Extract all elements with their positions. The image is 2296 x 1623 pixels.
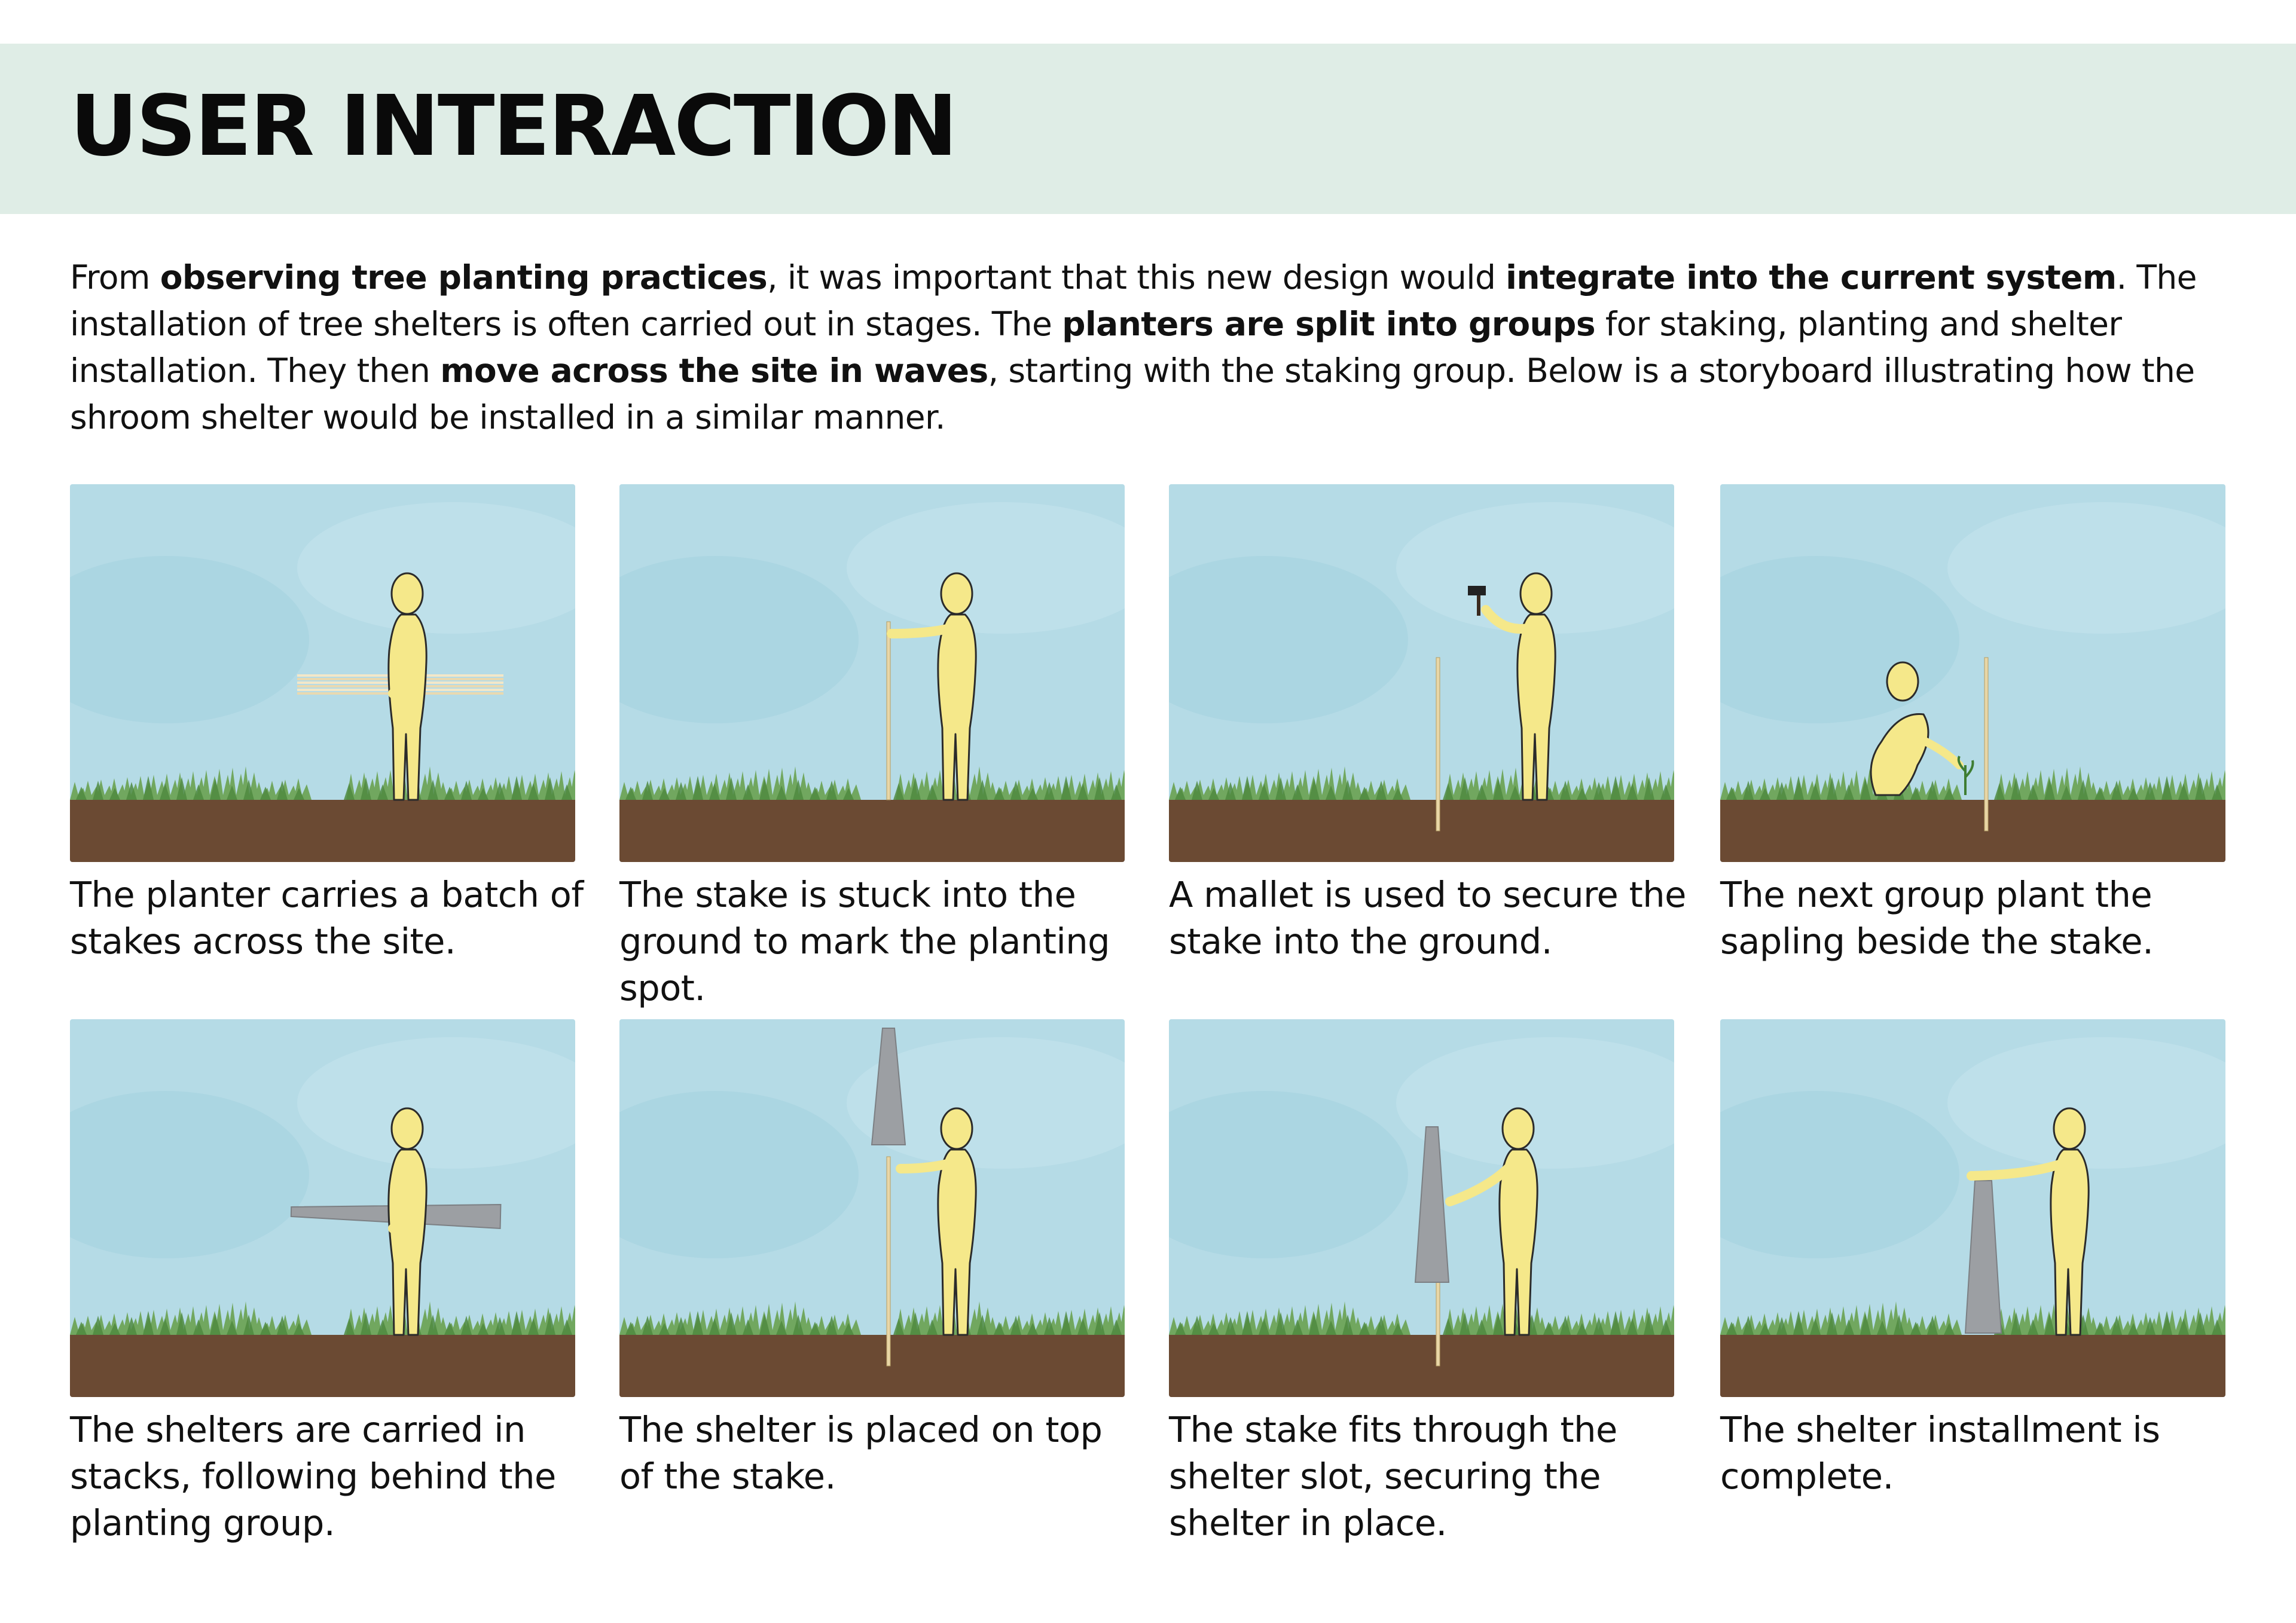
person-figure	[1481, 572, 1556, 801]
panel-illustration	[1169, 1019, 1674, 1397]
page-title: USER INTERACTION	[70, 78, 958, 175]
person-figure	[1870, 661, 1964, 796]
soil	[70, 800, 575, 862]
intro-text: , it was important that this new design …	[767, 258, 1506, 297]
person-figure	[887, 572, 977, 801]
panel-illustration	[619, 484, 1125, 862]
shroom-shelter	[1964, 1180, 2002, 1334]
stake	[1436, 657, 1440, 832]
storyboard-caption-8: The shelter installment is complete.	[1720, 1409, 2160, 1497]
soil	[1720, 800, 2225, 862]
storyboard-caption-2: The stake is stuck into the ground to ma…	[619, 874, 1110, 1008]
intro-emphasis: move across the site in waves	[440, 352, 988, 390]
storyboard-panel-5	[70, 1019, 575, 1397]
storyboard-caption-3: A mallet is used to secure the stake int…	[1169, 874, 1686, 962]
storyboard-caption-7: The stake fits through the shelter slot,…	[1169, 1409, 1617, 1543]
intro-text: , starting with the staking group. Below…	[70, 352, 2195, 436]
intro-text: for staking, planting and shelter instal…	[70, 305, 2122, 390]
sapling	[1957, 756, 1974, 795]
soil	[1169, 800, 1674, 862]
mallet	[1477, 592, 1480, 616]
intro-emphasis: observing tree planting practices	[160, 258, 768, 297]
storyboard-panel-7	[1169, 1019, 1674, 1397]
person-figure	[387, 1107, 428, 1336]
panel-illustration	[619, 1019, 1125, 1397]
person-figure	[387, 572, 428, 801]
intro-paragraph: From observing tree planting practices, …	[70, 254, 2246, 441]
grass	[70, 766, 575, 800]
person-figure	[896, 1107, 977, 1336]
storyboard-panel-1	[70, 484, 575, 862]
person-figure	[1445, 1107, 1538, 1336]
panel-illustration	[1720, 484, 2225, 862]
shroom-shelter	[871, 1028, 906, 1145]
panel-illustration	[70, 484, 575, 862]
storyboard-caption-6: The shelter is placed on top of the stak…	[619, 1409, 1103, 1497]
storyboard-caption-1: The planter carries a batch of stakes ac…	[70, 874, 584, 962]
stake	[886, 621, 891, 800]
storyboard-panel-6	[619, 1019, 1125, 1397]
panel-illustration	[70, 1019, 575, 1397]
panel-illustration	[1720, 1019, 2225, 1397]
grass	[70, 1301, 575, 1335]
soil	[619, 800, 1125, 862]
intro-emphasis: integrate into the current system	[1506, 258, 2117, 297]
soil	[1169, 1335, 1674, 1397]
shroom-shelter	[1414, 1126, 1450, 1283]
intro-text: From	[70, 258, 160, 297]
panel-illustration	[1169, 484, 1674, 862]
storyboard-panel-4	[1720, 484, 2225, 862]
intro-text: . The installation of tree shelters is o…	[70, 258, 2197, 343]
storyboard-panel-8	[1720, 1019, 2225, 1397]
stake	[1984, 657, 1989, 832]
grass	[1720, 766, 2225, 800]
storyboard-caption-5: The shelters are carried in stacks, foll…	[70, 1409, 556, 1543]
grass	[619, 1301, 1125, 1335]
soil	[619, 1335, 1125, 1397]
soil	[70, 1335, 575, 1397]
grass	[619, 766, 1125, 800]
person-figure	[1967, 1107, 2090, 1336]
grass	[1169, 1301, 1674, 1335]
storyboard-caption-4: The next group plant the sapling beside …	[1720, 874, 2154, 962]
soil	[1720, 1335, 2225, 1397]
grass	[1720, 1301, 2225, 1335]
header-band	[0, 44, 2296, 214]
stake	[886, 1156, 891, 1367]
intro-emphasis: planters are split into groups	[1062, 305, 1595, 343]
storyboard-panel-3	[1169, 484, 1674, 862]
storyboard-panel-2	[619, 484, 1125, 862]
